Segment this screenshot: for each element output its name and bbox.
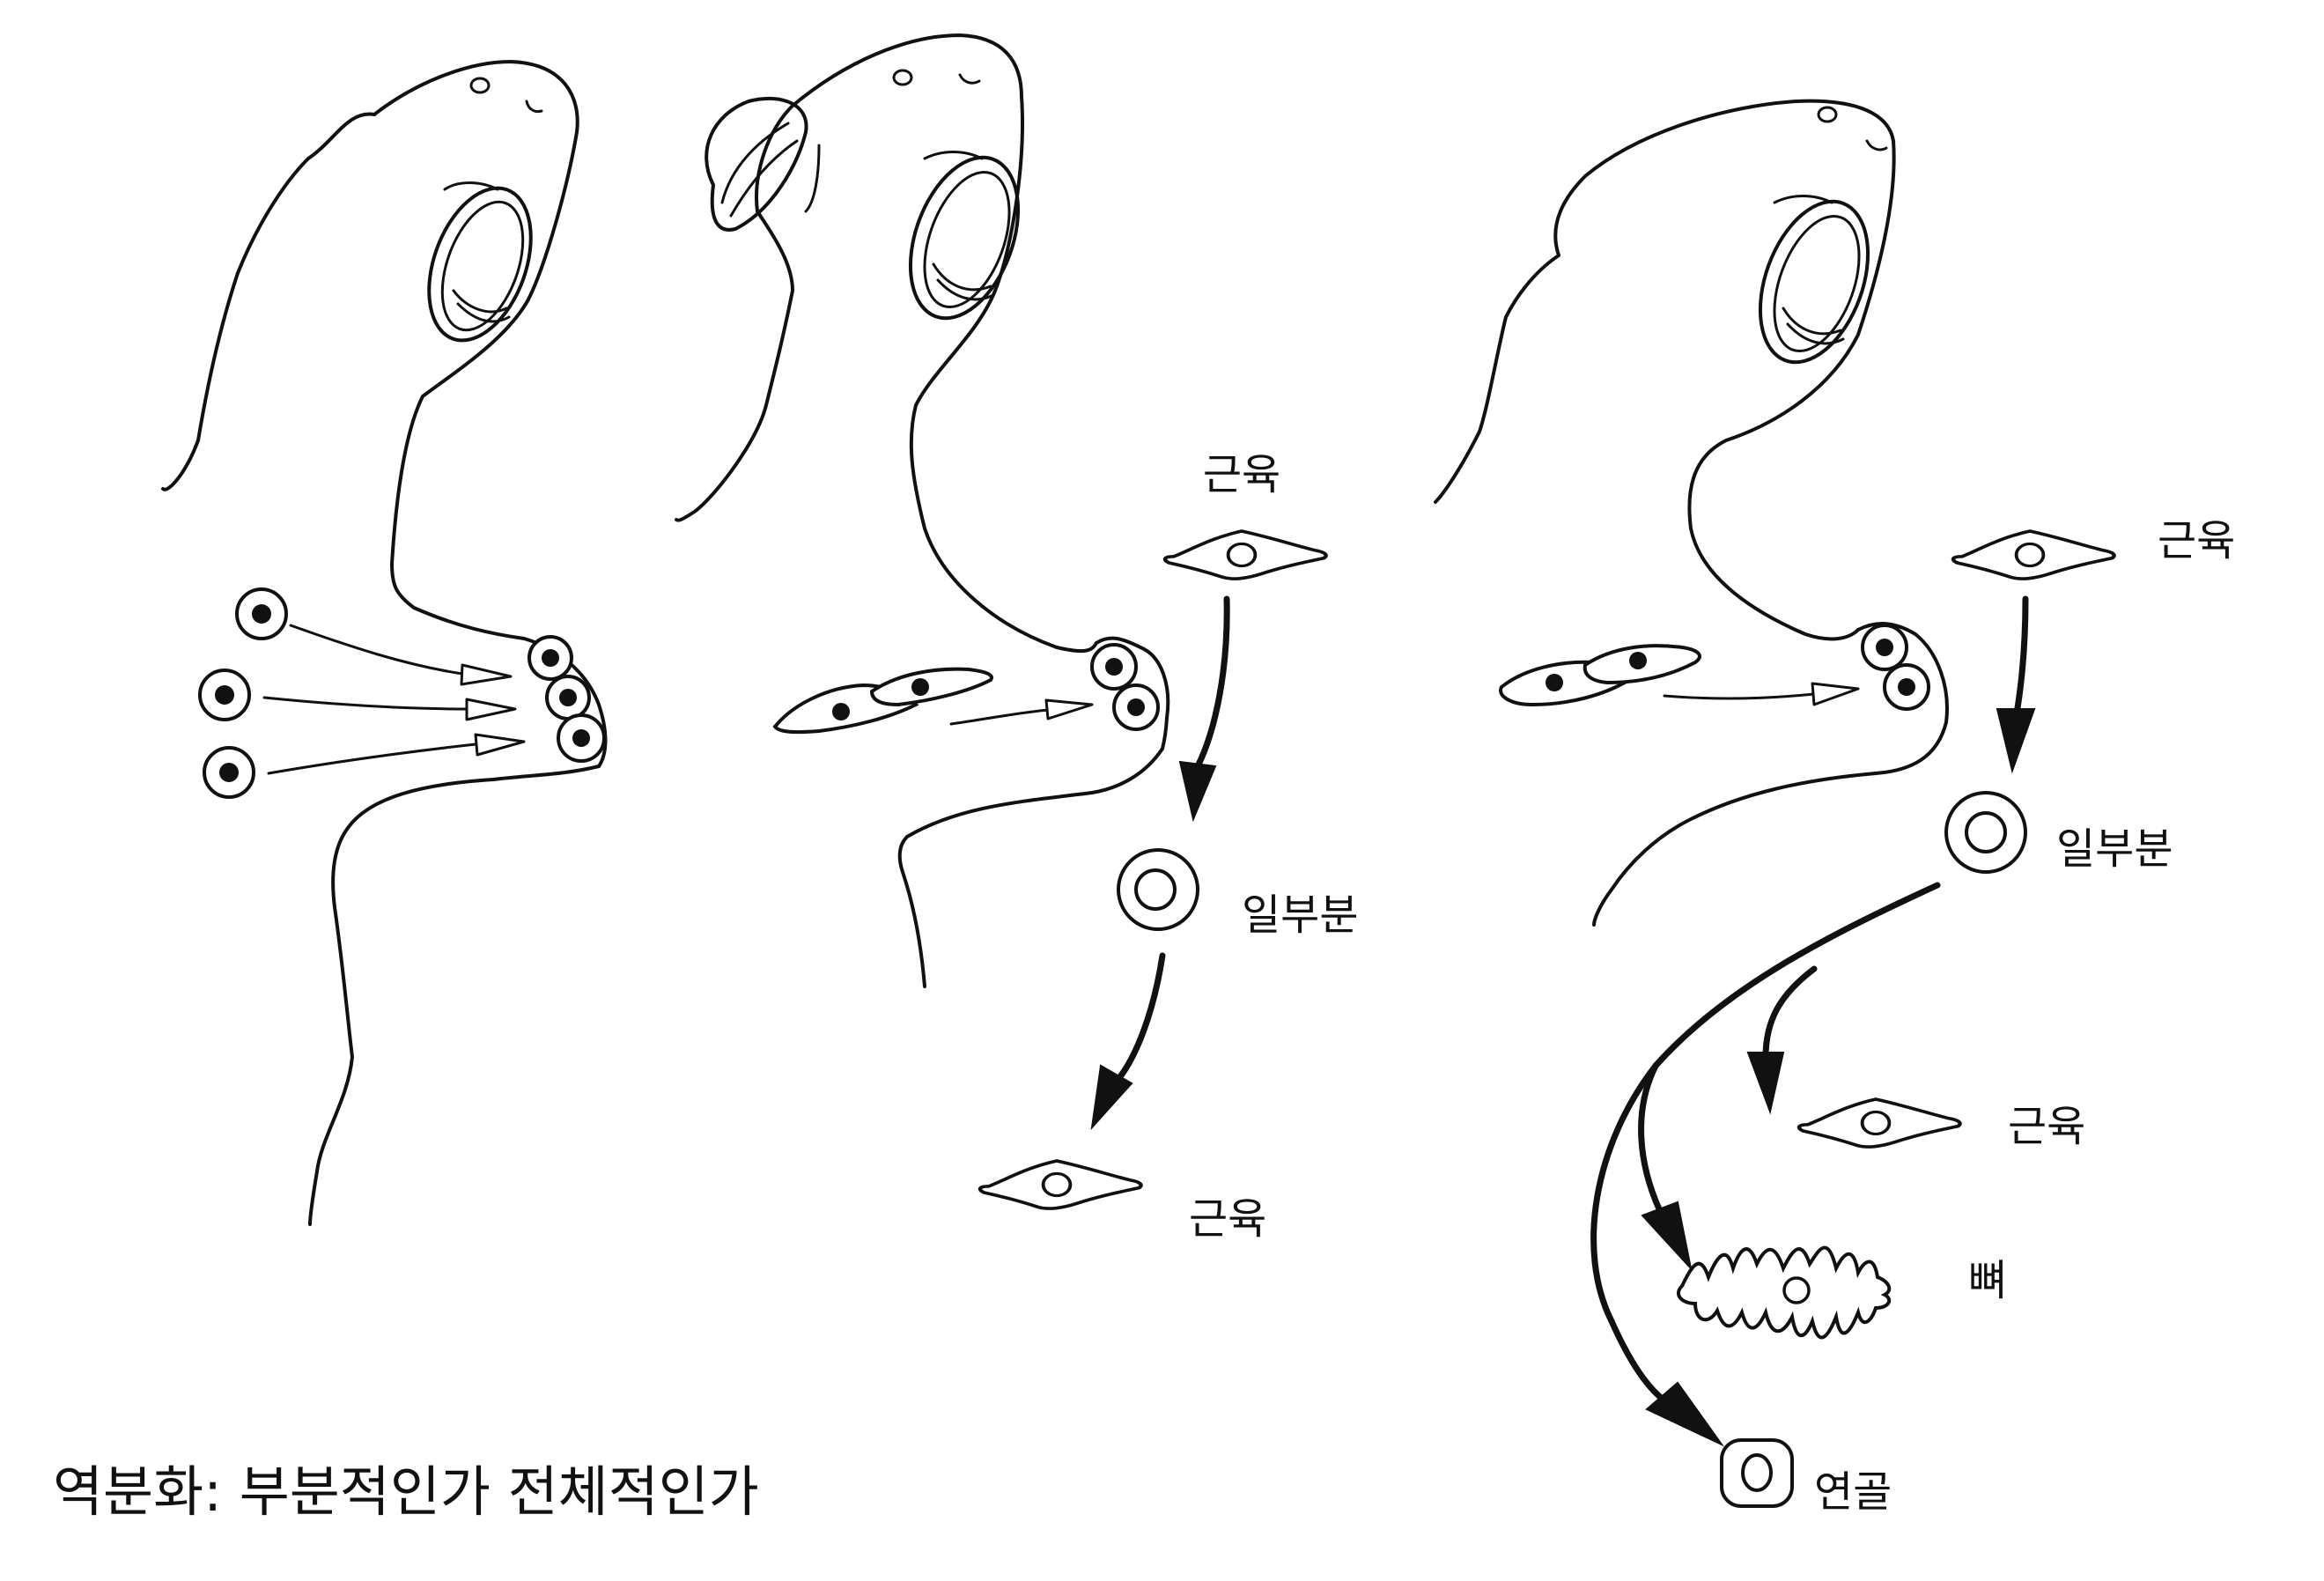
- panel-2-lower-outline: [897, 747, 1164, 988]
- panel-2-muscle-cell-top: [1165, 531, 1326, 579]
- panel-1-blastema-cell-3: [557, 713, 606, 763]
- panel-1-arrow-3: [267, 733, 526, 775]
- panel-2-muscle-cell-bottom: [980, 1161, 1141, 1208]
- panel-3-label-muscle: 근육: [2008, 1102, 2085, 1151]
- panel-3-front-outline: [1434, 174, 1587, 504]
- panel-2-eye: [908, 151, 1021, 321]
- panel-3-migrating-cell-2: [1583, 644, 1701, 685]
- panel-3-bone-cell: [1677, 1245, 1892, 1340]
- panel-2-limb-stump: [1095, 636, 1170, 750]
- panel-3-label-cartilage: 연골: [1814, 1467, 1892, 1517]
- panel-3-lower-outline: [1592, 720, 1948, 927]
- panel-2-migrating-cell-2: [869, 667, 993, 707]
- panel-2-label-muscle-top: 근육: [1203, 450, 1280, 499]
- panel-3-blastema-cell-1: [1861, 624, 1908, 671]
- panel-2-arrow-down-1: [1178, 595, 1230, 823]
- panel-3-partial-cell: [1944, 791, 2027, 874]
- panel-3-nostril: [1817, 106, 1838, 123]
- panel-3-limb-stump: [1856, 622, 1949, 724]
- panel-3-body-outline: [1583, 99, 1896, 641]
- diagram-caption: 역분화: 부분적인가 전체적인가: [53, 1459, 759, 1524]
- panel-1-cell-2: [198, 669, 251, 721]
- panel-2-partial-cell: [1117, 848, 1199, 931]
- panel-3-label-muscle-top: 근육: [2158, 516, 2235, 565]
- panel-2-body-outline: [791, 33, 1098, 654]
- panel-3-cartilage-cell: [1720, 1438, 1794, 1508]
- panel-3-arrow-down: [1996, 595, 2036, 774]
- panel-2-second-eye: [705, 96, 821, 232]
- panel-3-eye: [1758, 195, 1870, 365]
- panel-2-blastema-cell-1: [1090, 643, 1138, 691]
- panel-2-arrow-down-2: [1090, 952, 1166, 1131]
- panel-2-label-partial: 일부분: [1242, 890, 1358, 940]
- panel-1-arrow-2: [262, 696, 517, 721]
- panel-3-muscle-cell: [1799, 1099, 1960, 1147]
- panel-3-mouth-mark: [1865, 139, 1888, 151]
- panel-3-label-partial: 일부분: [2056, 824, 2173, 874]
- panel-3-muscle-cell-top: [1953, 531, 2114, 579]
- panel-3-arrow-to-muscle: [1746, 965, 1818, 1115]
- panel-1-nostril: [469, 77, 491, 94]
- panel-3-branch-trunk: [1652, 882, 1941, 1069]
- panel-2-nostril: [892, 69, 913, 86]
- panel-2-front-outline: [675, 104, 794, 522]
- panel-1-cell-3: [203, 746, 255, 799]
- panel-2-mouth-mark: [958, 73, 981, 85]
- panel-1-back-outline: [161, 112, 376, 491]
- panel-2-salamander: 근육 일부분 근육: [675, 33, 1358, 1244]
- panel-3-blastema-cell-2: [1883, 663, 1930, 711]
- panel-3-salamander: 근육 일부분 근육 뼈: [1434, 99, 2235, 1517]
- panel-3-arrow-to-bone: [1638, 1062, 1693, 1272]
- panel-2-label-muscle-bottom: 근육: [1189, 1194, 1266, 1244]
- panel-1-cell-1: [235, 587, 288, 640]
- panel-2-blastema-cell-2: [1112, 683, 1160, 731]
- panel-3-arrow: [1663, 682, 1860, 706]
- panel-1-mouth-mark: [525, 100, 543, 114]
- panel-3-label-bone: 뼈: [1968, 1256, 2007, 1305]
- panel-1-lower-outline: [308, 765, 601, 1226]
- panel-1-blastema-cell-2: [545, 675, 591, 720]
- panel-1-body-outline: [373, 60, 579, 640]
- panel-3-arrow-to-cartilage: [1590, 1062, 1725, 1447]
- panel-2-arrow: [949, 698, 1094, 726]
- panel-1-arrow-1: [289, 624, 513, 686]
- panel-1-eye: [427, 181, 533, 343]
- panel-1-blastema-cell-1: [528, 635, 573, 681]
- panel-1-salamander: [161, 60, 608, 1226]
